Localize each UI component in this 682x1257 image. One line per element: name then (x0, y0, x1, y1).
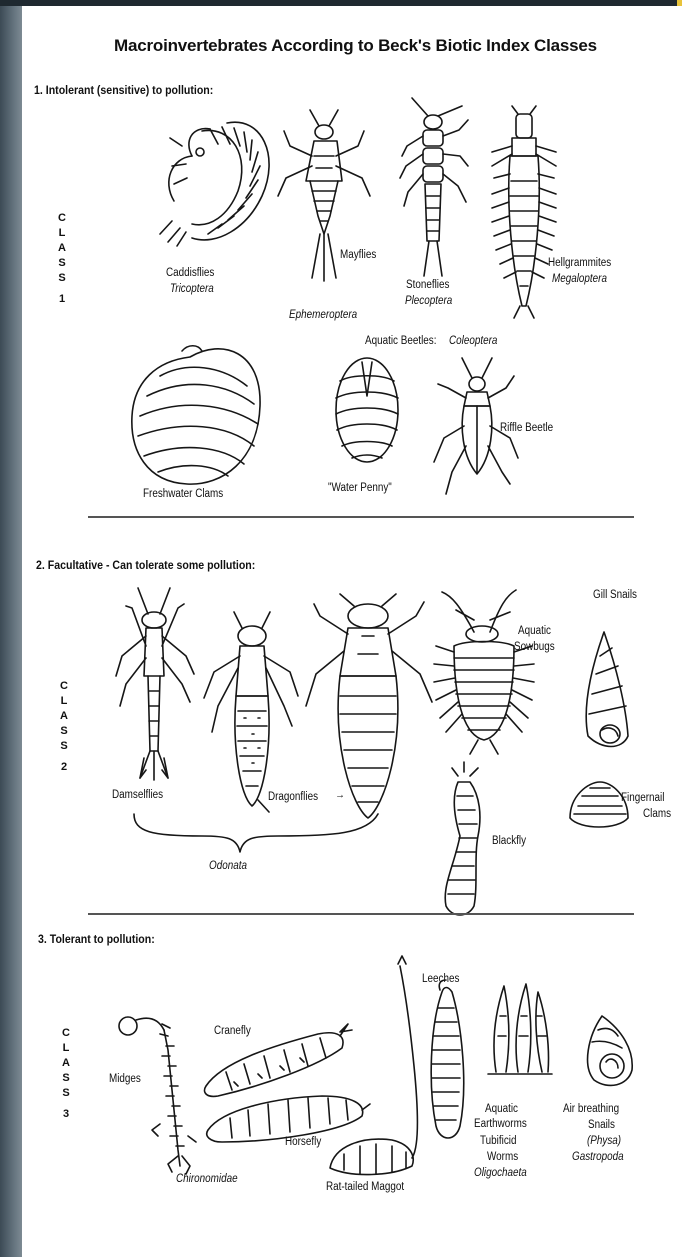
stoneflies-label: Stoneflies (406, 278, 449, 293)
snails-label-1: Air breathing (563, 1102, 619, 1117)
aquatic-sowbugs-label-2: Sowbugs (514, 640, 555, 655)
blackfly-label: Blackfly (492, 834, 526, 849)
class-letter: S (59, 1071, 73, 1086)
tubificid-label-1: Tubificid (480, 1134, 516, 1149)
hellgrammite-illustration (492, 106, 556, 318)
dragonfly-illustration-1 (204, 612, 298, 812)
class-letter: A (55, 241, 69, 256)
class-letter: C (55, 211, 69, 226)
aquatic-sowbugs-label-1: Aquatic (518, 624, 551, 639)
class-number: 1 (55, 292, 69, 307)
chironomidae-label: Chironomidae (176, 1172, 238, 1187)
tricoptera-label: Tricoptera (170, 282, 214, 297)
odonata-brace (134, 814, 378, 852)
section-1-heading: 1. Intolerant (sensitive) to pollution: (34, 85, 213, 97)
rat-tailed-maggot-illustration (330, 956, 418, 1175)
class-letter: S (55, 271, 69, 286)
damselflies-label: Damselflies (112, 788, 163, 803)
coleoptera-label: Coleoptera (449, 334, 497, 349)
class-letter: A (59, 1056, 73, 1071)
stonefly-illustration (400, 98, 468, 276)
oligochaeta-label: Oligochaeta (474, 1166, 527, 1181)
hellgrammites-label: Hellgrammites (548, 256, 611, 271)
document-page: Macroinvertebrates According to Beck's B… (22, 6, 682, 1257)
class-letter: S (57, 739, 71, 754)
class-1-label: C L A S S 1 (55, 211, 69, 307)
aquatic-earthworms-label-2: Earthworms (474, 1117, 527, 1132)
gastropoda-label: Gastropoda (572, 1150, 624, 1165)
freshwater-clams-label: Freshwater Clams (143, 487, 223, 502)
water-penny-label: "Water Penny" (328, 481, 392, 496)
illustrations (22, 6, 682, 1257)
page-title: Macroinvertebrates According to Beck's B… (114, 36, 597, 56)
gill-snails-label: Gill Snails (593, 588, 637, 603)
midge-illustration (119, 1017, 196, 1174)
class-2-label: C L A S S 2 (57, 679, 71, 775)
class-letter: C (57, 679, 71, 694)
riffle-beetle-label: Riffle Beetle (500, 421, 553, 436)
leech-illustration (431, 980, 464, 1138)
class-letter: S (55, 256, 69, 271)
class-3-label: C L A S S 3 (59, 1026, 73, 1122)
class-letter: L (57, 694, 71, 709)
fingernail-clam-illustration (570, 782, 628, 827)
dragonflies-arrow: → (335, 788, 345, 803)
tubificid-label-2: Worms (487, 1150, 518, 1165)
plecoptera-label: Plecoptera (405, 294, 452, 309)
blackfly-illustration (445, 762, 480, 915)
class-letter: S (57, 724, 71, 739)
snails-label-2: Snails (588, 1118, 615, 1133)
gill-snail-illustration (586, 632, 628, 747)
damselfly-illustration (116, 588, 194, 780)
fingernail-clams-label-1: Fingernail (621, 791, 664, 806)
section-divider (88, 913, 634, 915)
class-letter: L (55, 226, 69, 241)
caddisfly-illustration (160, 122, 269, 246)
aquatic-sowbug-illustration (434, 590, 534, 754)
fingernail-clams-label-2: Clams (643, 807, 671, 822)
section-divider (88, 516, 634, 518)
aquatic-earthworms-label-1: Aquatic (485, 1102, 518, 1117)
cranefly-label: Cranefly (214, 1024, 251, 1039)
class-letter: L (59, 1041, 73, 1056)
aquatic-beetles-label: Aquatic Beetles: (365, 334, 436, 349)
dragonfly-illustration-2 (306, 594, 432, 818)
megaloptera-label: Megaloptera (552, 272, 607, 287)
physa-snail-illustration (588, 1016, 633, 1085)
midges-label: Midges (109, 1072, 141, 1087)
water-penny-illustration (336, 358, 398, 462)
caddisflies-label: Caddisflies (166, 266, 214, 281)
section-3-heading: 3. Tolerant to pollution: (38, 934, 155, 946)
rat-tailed-maggot-label: Rat-tailed Maggot (326, 1180, 404, 1195)
mayflies-label: Mayflies (340, 248, 376, 263)
aquatic-earthworm-illustration (488, 984, 552, 1074)
odonata-label: Odonata (209, 859, 247, 874)
leeches-label: Leeches (422, 972, 459, 987)
class-letter: S (59, 1086, 73, 1101)
horsefly-label: Horsefly (285, 1135, 321, 1150)
class-number: 2 (57, 760, 71, 775)
ephemeroptera-label: Ephemeroptera (289, 308, 357, 323)
class-letter: A (57, 709, 71, 724)
class-number: 3 (59, 1107, 73, 1122)
freshwater-clam-illustration (132, 346, 260, 484)
physa-label: (Physa) (587, 1134, 621, 1149)
section-2-heading: 2. Facultative - Can tolerate some pollu… (36, 560, 255, 572)
dragonflies-label: Dragonflies (268, 790, 318, 805)
class-letter: C (59, 1026, 73, 1041)
